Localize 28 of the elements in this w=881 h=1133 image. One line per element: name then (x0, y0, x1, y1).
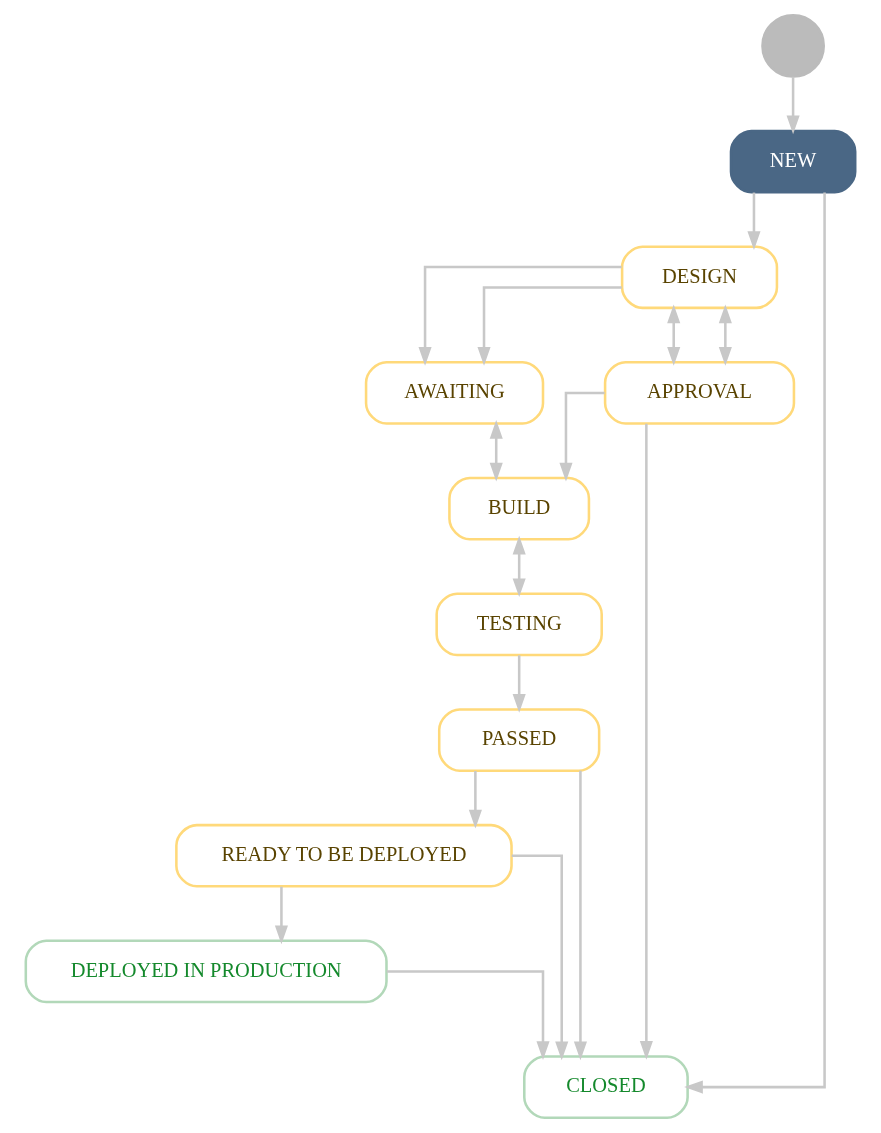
arrow (512, 655, 526, 713)
node-box: BUILD (448, 476, 591, 541)
node-box: PASSED (437, 708, 601, 772)
arrow (667, 304, 681, 366)
node-box: AWAITING (364, 361, 545, 425)
node-box: DEPLOYED IN PRODUCTION (24, 939, 388, 1004)
node-box: DESIGN (620, 245, 779, 310)
arrow (718, 304, 732, 366)
arrow (489, 420, 503, 482)
arrow (418, 265, 622, 366)
arrow (468, 771, 482, 829)
node-box: APPROVAL (603, 361, 796, 425)
node-circle (761, 14, 825, 78)
arrow (511, 854, 569, 1061)
node-box: NEW (729, 129, 857, 194)
arrow (274, 886, 288, 945)
arrow (747, 192, 761, 251)
node-box: READY TO BE DEPLOYED (175, 823, 513, 888)
arrow (477, 286, 622, 366)
arrow (684, 192, 826, 1094)
node-box: TESTING (435, 592, 603, 657)
arrow (386, 970, 550, 1060)
arrow (573, 770, 587, 1061)
arrow (639, 423, 653, 1060)
arrow (512, 535, 526, 598)
arrow (559, 391, 605, 482)
node-box: CLOSED (523, 1055, 689, 1119)
arrow (786, 76, 800, 135)
